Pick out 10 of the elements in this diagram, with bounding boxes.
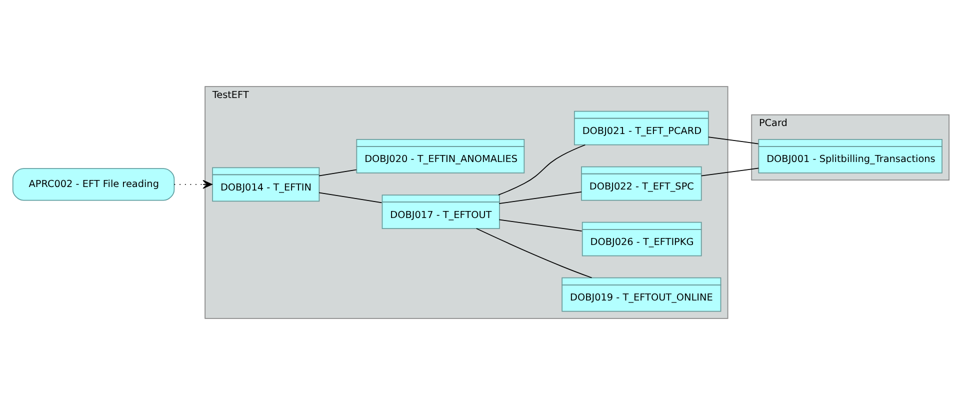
connector [318,169,357,176]
connector [318,192,382,204]
connector [476,228,592,278]
connector [708,136,759,144]
connector [498,191,582,204]
connector [700,168,760,176]
arrow [174,180,212,189]
connector [498,219,582,232]
node-box: APRC002 - EFT File reading [12,168,175,201]
connector [498,144,586,196]
